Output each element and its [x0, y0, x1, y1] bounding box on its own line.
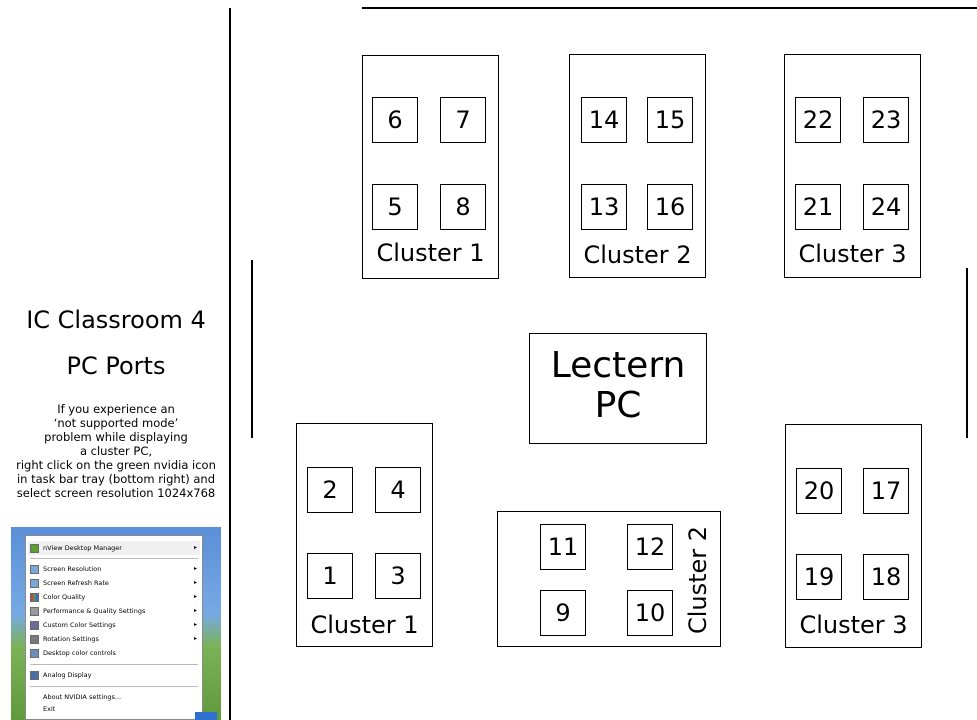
menu-item-performance-quality-settings[interactable]: Performance & Quality Settings ▸	[28, 604, 200, 618]
lectern-sublabel: PC	[594, 385, 642, 426]
pc-port: 11	[540, 524, 586, 570]
instructions-line: a cluster PC,	[79, 444, 153, 458]
menu-item-custom-color-settings[interactable]: Custom Color Settings ▸	[28, 618, 200, 632]
pc-port: 4	[375, 467, 421, 513]
submenu-arrow-icon: ▸	[193, 635, 197, 642]
instructions-line: problem while displaying	[44, 430, 188, 444]
menu-item-screen-resolution[interactable]: Screen Resolution ▸	[28, 562, 200, 576]
menu-item-exit[interactable]: Exit	[43, 705, 56, 713]
pc-port: 1	[307, 553, 353, 599]
instructions-line: right click on the green nvidia icon	[16, 458, 216, 472]
cluster-label: Cluster 2	[583, 241, 692, 269]
pc-port: 8	[440, 184, 486, 230]
menu-item-desktop-color-controls[interactable]: Desktop color controls	[28, 646, 200, 660]
menu-separator	[30, 558, 198, 559]
instructions-line: ‘not supported mode’	[53, 416, 179, 430]
pc-port: 14	[581, 97, 627, 143]
pc-port: 21	[795, 184, 841, 230]
pc-port: 20	[796, 468, 842, 514]
submenu-arrow-icon: ▸	[193, 607, 197, 614]
menu-item-nview-desktop-manager[interactable]: nView Desktop Manager ▸	[28, 541, 200, 555]
taskbar-tray	[195, 712, 217, 720]
pc-port: 13	[581, 184, 627, 230]
nvidia-context-menu-screenshot: nView Desktop Manager ▸ Screen Resolutio…	[11, 527, 221, 720]
cluster-label: Cluster 3	[799, 611, 908, 639]
menu-item-screen-refresh-rate[interactable]: Screen Refresh Rate ▸	[28, 576, 200, 590]
cluster-back-middle: 14 15 13 16 Cluster 2	[569, 54, 706, 278]
settings-icon	[30, 606, 39, 616]
submenu-arrow-icon: ▸	[193, 565, 197, 572]
submenu-arrow-icon: ▸	[193, 593, 197, 600]
pc-port: 10	[627, 590, 673, 636]
color-bars-icon	[30, 592, 39, 602]
pc-port: 6	[372, 97, 418, 143]
pc-port: 12	[627, 524, 673, 570]
rotation-icon	[30, 634, 39, 644]
room-subtitle: PC Ports	[66, 352, 166, 380]
monitor-icon	[30, 564, 39, 574]
nvidia-icon	[30, 543, 39, 553]
context-menu-panel: nView Desktop Manager ▸ Screen Resolutio…	[25, 535, 203, 720]
pc-port: 16	[647, 184, 693, 230]
cluster-label: Cluster 3	[798, 240, 907, 268]
pc-port: 3	[375, 553, 421, 599]
pc-port: 17	[863, 468, 909, 514]
menu-item-analog-display[interactable]: Analog Display	[28, 668, 200, 682]
pc-port: 22	[795, 97, 841, 143]
menu-separator	[30, 686, 198, 687]
cluster-label: Cluster 1	[376, 239, 485, 267]
pc-port: 9	[540, 590, 586, 636]
submenu-arrow-icon: ▸	[193, 579, 197, 586]
cluster-front-right: 20 17 19 18 Cluster 3	[785, 424, 922, 648]
pc-port: 5	[372, 184, 418, 230]
left-wall-line	[229, 8, 231, 720]
submenu-arrow-icon: ▸	[193, 544, 197, 551]
pc-port: 23	[863, 97, 909, 143]
lectern-label: Lectern	[550, 345, 686, 386]
menu-item-color-quality[interactable]: Color Quality ▸	[28, 590, 200, 604]
pc-port: 2	[307, 467, 353, 513]
cluster-front-middle: 11 12 9 10 Cluster 2	[497, 511, 721, 647]
display-icon	[30, 670, 39, 680]
cluster-front-left: 2 4 1 3 Cluster 1	[296, 423, 433, 647]
desktop-icon	[30, 648, 39, 658]
right-door-line	[966, 268, 968, 438]
monitor-icon	[30, 578, 39, 588]
pc-port: 7	[440, 97, 486, 143]
left-door-line	[251, 260, 253, 438]
menu-item-about-nvidia-settings[interactable]: About NVIDIA settings...	[43, 693, 122, 701]
instructions-line: in task bar tray (bottom right) and	[16, 472, 215, 486]
menu-separator	[30, 664, 198, 665]
menu-item-rotation-settings[interactable]: Rotation Settings ▸	[28, 632, 200, 646]
room-title: IC Classroom 4	[26, 306, 206, 334]
submenu-arrow-icon: ▸	[193, 621, 197, 628]
pc-port: 19	[796, 554, 842, 600]
instructions-text: If you experience an ‘not supported mode…	[0, 402, 232, 500]
instructions-line: If you experience an	[57, 402, 175, 416]
cluster-label: Cluster 1	[310, 611, 419, 639]
pc-port: 24	[863, 184, 909, 230]
cluster-back-right: 22 23 21 24 Cluster 3	[784, 54, 921, 278]
pc-port: 18	[863, 554, 909, 600]
top-wall-line	[362, 7, 977, 9]
instructions-line: select screen resolution 1024x768	[16, 486, 216, 500]
lectern-pc: Lectern PC	[529, 333, 707, 444]
cluster-label: Cluster 2	[684, 525, 712, 635]
pc-port: 15	[647, 97, 693, 143]
palette-icon	[30, 620, 39, 630]
cluster-back-left: 6 7 5 8 Cluster 1	[362, 55, 499, 279]
